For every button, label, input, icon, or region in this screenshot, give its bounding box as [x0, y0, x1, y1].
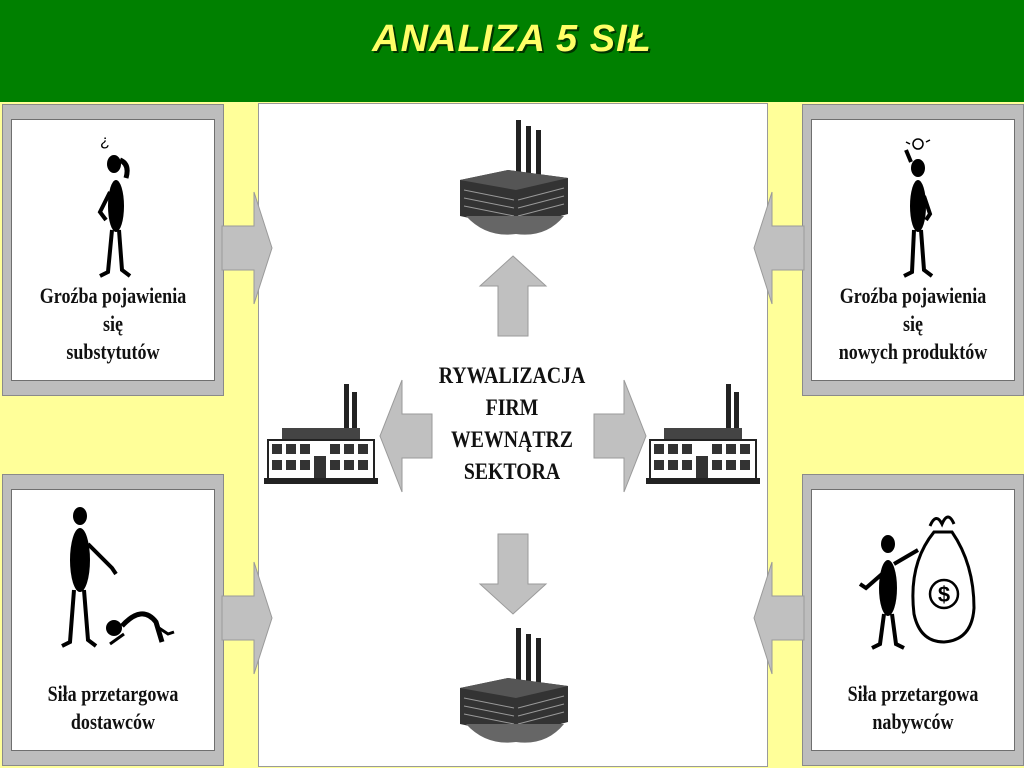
- force-label-substitutes: Groźba pojawienia się substytutów: [39, 283, 187, 364]
- factory-icon: [264, 384, 378, 484]
- arrow-substitutes-to-center: [221, 191, 273, 305]
- idea-person-icon: [903, 138, 934, 278]
- factory-icon: [460, 628, 568, 743]
- force-box-suppliers: Siła przetargowa dostawców: [2, 474, 224, 766]
- center-label-rivalry: RYWALIZACJA FIRM WEWNĄTRZ SEKTORA: [438, 363, 586, 484]
- factory-icon: [460, 120, 568, 235]
- force-box-new-products: Groźba pojawienia się nowych produktów: [802, 104, 1024, 396]
- force-label-new-products: Groźba pojawienia się nowych produktów: [838, 283, 988, 364]
- arrow-center-left: [379, 379, 433, 493]
- arrow-center-right: [593, 379, 647, 493]
- force-label-suppliers: Siła przetargowa dostawców: [47, 681, 179, 734]
- dollar-symbol: $: [938, 582, 950, 607]
- person-with-money-bag-icon: $: [858, 515, 976, 650]
- svg-text:¿: ¿: [100, 133, 110, 150]
- boss-and-kneeling-worker-icon: [61, 507, 175, 648]
- thinking-person-icon: ¿: [97, 133, 132, 278]
- arrow-suppliers-to-center: [221, 561, 273, 675]
- arrow-center-up: [478, 255, 548, 337]
- arrow-new-products-to-center: [753, 191, 805, 305]
- page-title: ANALIZA 5 SIŁ: [372, 18, 652, 60]
- arrow-buyers-to-center: [753, 561, 805, 675]
- force-box-substitutes: ¿ Groźba pojawienia się substytutów: [2, 104, 224, 396]
- header-bar: ANALIZA 5 SIŁ: [0, 0, 1024, 102]
- force-box-buyers: $ Siła przetargowa nabywców: [802, 474, 1024, 766]
- factory-icon: [646, 384, 760, 484]
- arrow-center-down: [478, 533, 548, 615]
- force-label-buyers: Siła przetargowa nabywców: [847, 681, 979, 734]
